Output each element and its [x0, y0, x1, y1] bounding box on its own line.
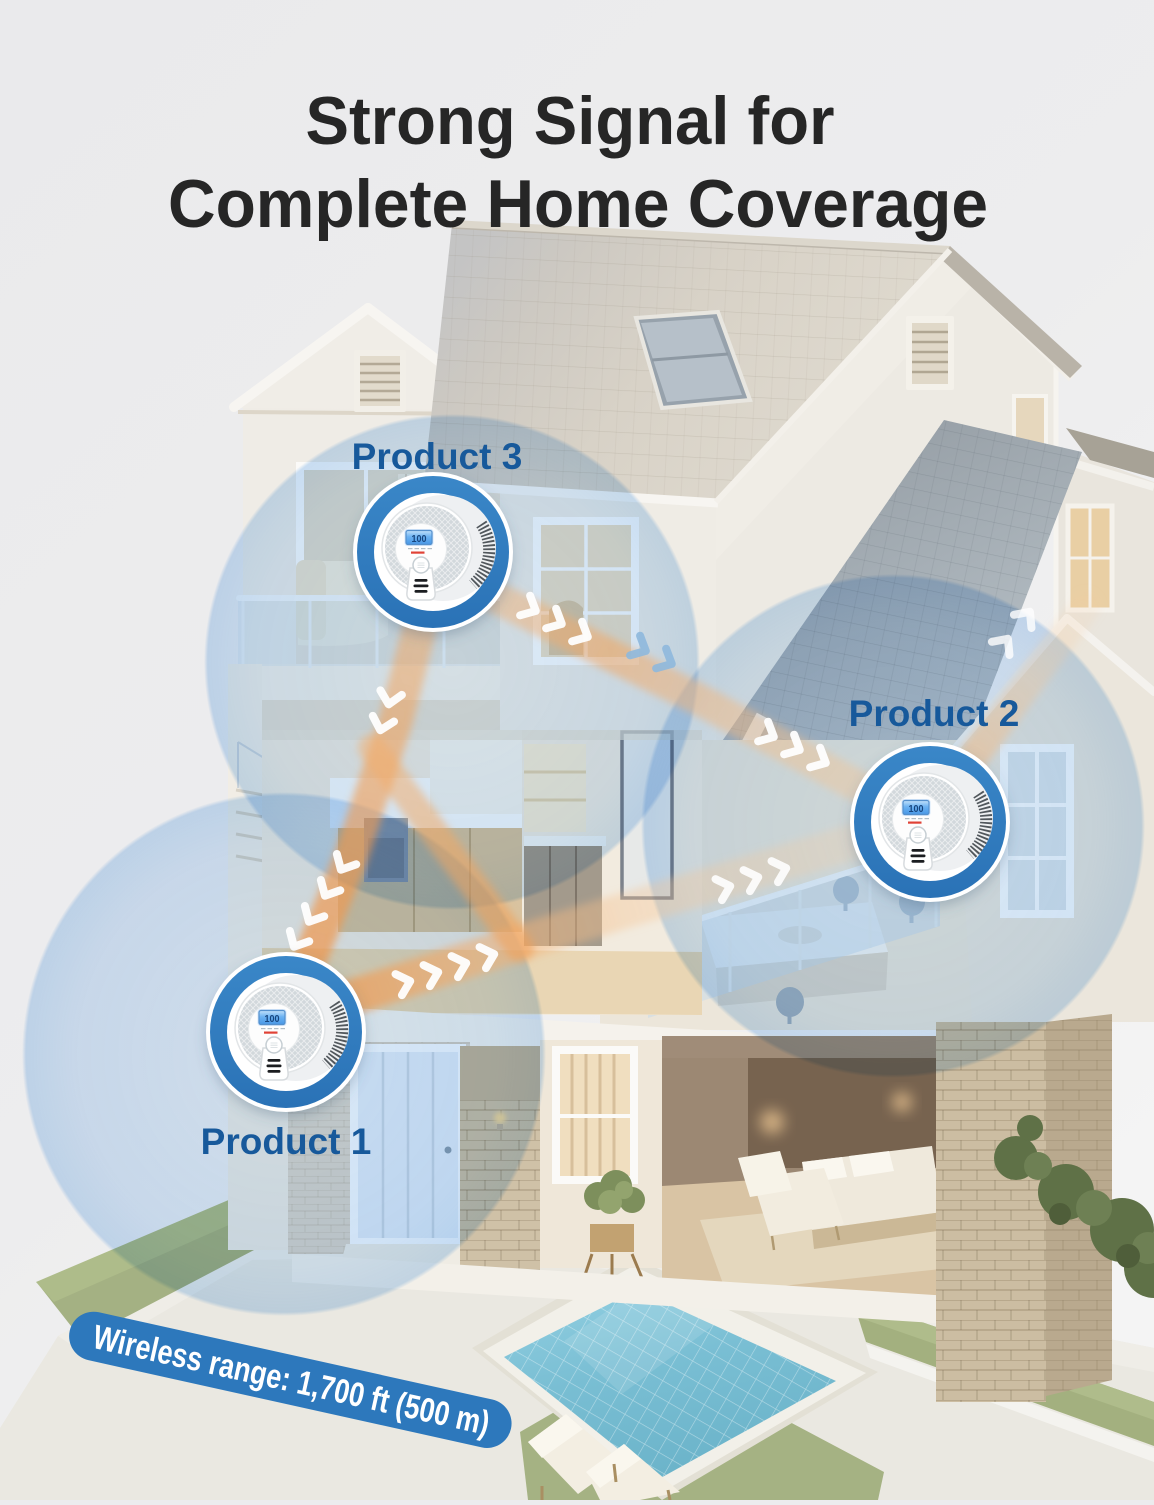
svg-text:Complete Home Coverage: Complete Home Coverage [168, 166, 988, 242]
svg-text:Product 3: Product 3 [352, 436, 523, 477]
svg-text:Product 2: Product 2 [849, 693, 1020, 734]
svg-text:Product 1: Product 1 [201, 1121, 372, 1162]
svg-text:Strong Signal for: Strong Signal for [306, 83, 835, 159]
